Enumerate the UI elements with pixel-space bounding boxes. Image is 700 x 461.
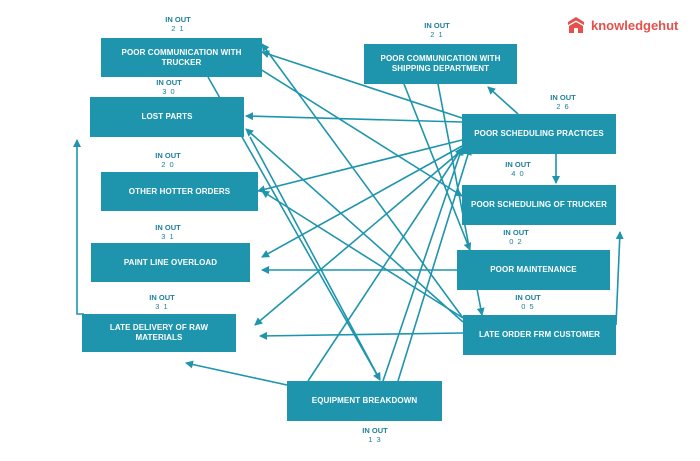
node-paint-line-overload: PAINT LINE OVERLOAD (91, 243, 250, 282)
knowledgehut-logo-icon (568, 17, 584, 33)
io-label: IN OUT (155, 223, 181, 232)
node-poor-communication-with-shipping-department: POOR COMMUNICATION WITH SHIPPING DEPARTM… (364, 44, 517, 84)
node-poor-maintenance: POOR MAINTENANCE (457, 250, 610, 290)
node-label: OTHER HOTTER ORDERS (128, 186, 231, 196)
io-label: IN OUT (503, 228, 529, 237)
io-values: 3 1 (155, 302, 169, 311)
node-label: POOR COMMUNICATION WITH SHIPPING DEPARTM… (380, 54, 501, 73)
relation-arrow (185, 360, 288, 386)
node-label: POOR SCHEDULING OF TRUCKER (471, 200, 607, 209)
relation-arrow (403, 83, 472, 251)
node-poor-scheduling-practices: POOR SCHEDULING PRACTICES (462, 114, 616, 154)
relation-arrow (397, 147, 472, 382)
node-late-delivery-of-raw-materials: LATE DELIVERY OF RAW MATERIALS (82, 314, 236, 352)
io-label: IN OUT (362, 426, 388, 435)
io-values: 3 0 (162, 87, 176, 96)
relation-arrow (245, 112, 463, 123)
io-values: 1 3 (368, 435, 382, 444)
node-label: POOR COMMUNICATION WITH TRUCKER (121, 47, 242, 67)
node-poor-scheduling-of-trucker: POOR SCHEDULING OF TRUCKER (462, 185, 616, 225)
relation-arrow (254, 149, 463, 326)
relation-arrow (249, 136, 381, 381)
node-label: POOR MAINTENANCE (490, 265, 577, 274)
logo: knowledgehut (566, 16, 678, 34)
node-other-hotter-orders: OTHER HOTTER ORDERS (101, 172, 258, 211)
node-label: POOR SCHEDULING PRACTICES (474, 129, 604, 138)
relation-arrow (487, 86, 519, 115)
relation-arrow (261, 145, 463, 258)
node-late-order-frm-customer: LATE ORDER FRM CUSTOMER (463, 315, 616, 355)
node-label: PAINT LINE OVERLOAD (123, 257, 218, 267)
node-label: LATE ORDER FRM CUSTOMER (478, 330, 601, 339)
io-label: IN OUT (550, 93, 576, 102)
io-values: 2 0 (161, 160, 175, 169)
io-values: 0 5 (521, 302, 535, 311)
node-label: LATE DELIVERY OF RAW MATERIALS (109, 323, 209, 342)
relation-arrow (261, 190, 464, 319)
node-lost-parts: LOST PARTS (90, 97, 244, 137)
logo-text: knowledgehut (591, 17, 679, 33)
relation-arrow (382, 147, 464, 382)
relation-arrow (257, 139, 463, 194)
io-label: IN OUT (155, 151, 181, 160)
io-values: 2 1 (171, 24, 185, 33)
node-poor-communication-with-trucker: POOR COMMUNICATION WITH TRUCKER (101, 38, 262, 77)
io-values: 2 1 (430, 30, 444, 39)
io-values: 4 0 (511, 169, 525, 178)
node-label: EQUIPMENT BREAKDOWN (311, 396, 418, 405)
relation-arrow (261, 50, 463, 119)
io-label: IN OUT (165, 15, 191, 24)
io-values: 2 6 (556, 102, 570, 111)
relation-arrow (245, 128, 464, 323)
relation-arrow (615, 231, 624, 326)
io-values: 0 2 (509, 237, 523, 246)
relation-arrow (73, 139, 84, 315)
io-label: IN OUT (424, 21, 450, 30)
relation-arrow (261, 43, 464, 319)
io-label: IN OUT (515, 293, 541, 302)
relation-arrow (259, 331, 464, 340)
relation-arrow (307, 147, 463, 382)
node-label: LOST PARTS (141, 112, 193, 121)
io-values: 3 1 (161, 232, 175, 241)
relation-arrow (232, 51, 463, 197)
io-label: IN OUT (149, 293, 175, 302)
node-equipment-breakdown: EQUIPMENT BREAKDOWN (287, 381, 442, 421)
io-label: IN OUT (505, 160, 531, 169)
io-label: IN OUT (156, 78, 182, 87)
